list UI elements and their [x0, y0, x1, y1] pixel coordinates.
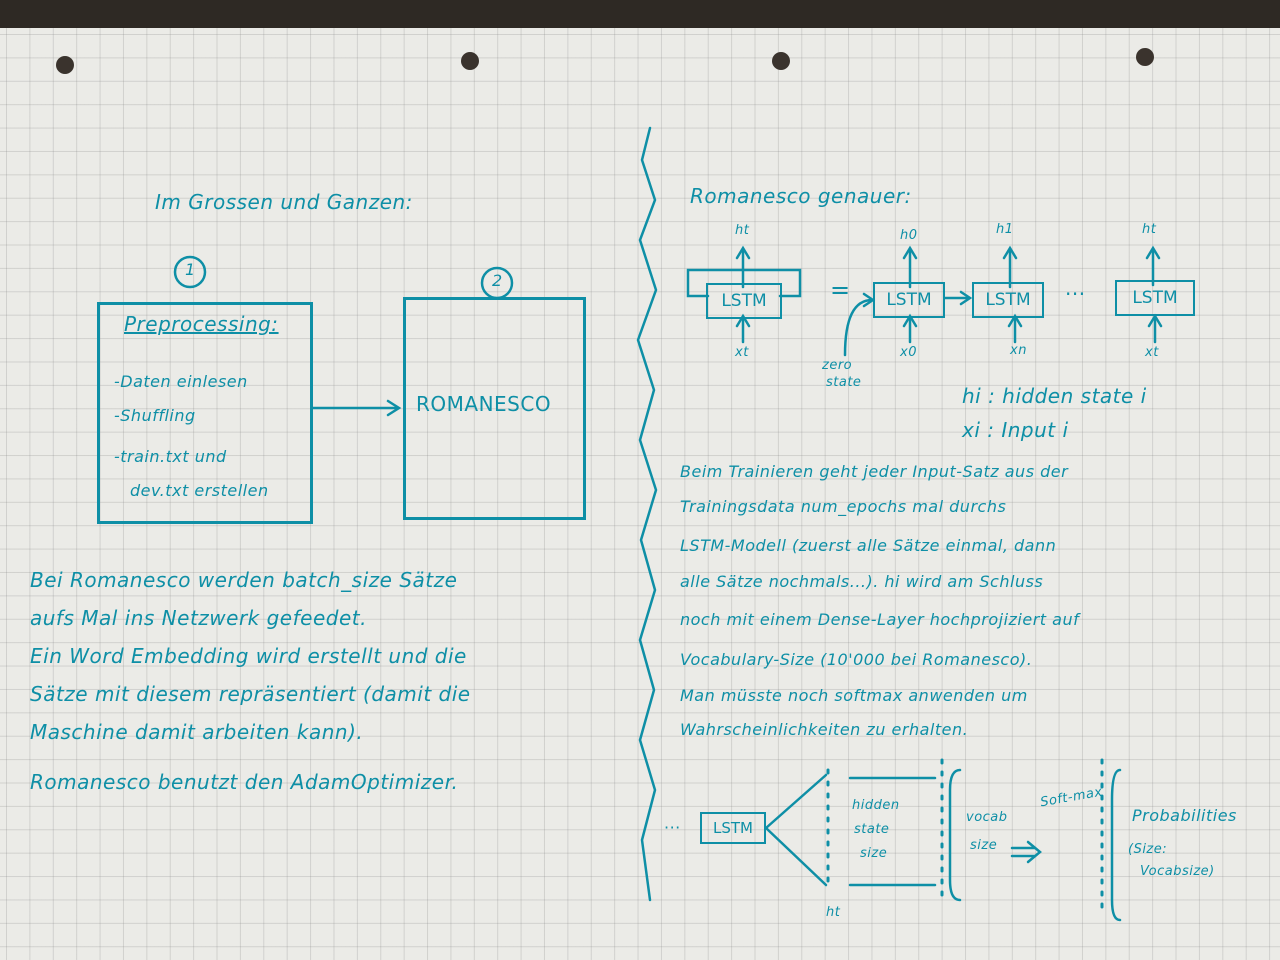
label-xt: xt [735, 345, 749, 360]
hidden-state-size-label: state [854, 822, 890, 837]
label-ht: ht [735, 223, 750, 238]
right-paragraph-line: Wahrscheinlichkeiten zu erhalten. [680, 720, 969, 739]
romanesco-box [403, 297, 586, 520]
right-paragraph-line: Trainingsdata num_epochs mal durchs [680, 497, 1007, 516]
right-paragraph-line: alle Sätze nochmals...). hi wird am Schl… [680, 572, 1044, 591]
left-paragraph-line: Ein Word Embedding wird erstellt und die [30, 644, 467, 668]
step-number-1: 1 [185, 260, 196, 279]
ellipsis: ··· [1065, 282, 1086, 306]
right-heading: Romanesco genauer: [690, 184, 912, 208]
hidden-state-size-label: hidden [852, 798, 900, 813]
legend-line: xi : Input i [962, 418, 1069, 442]
equals-sign: = [830, 276, 851, 304]
legend-line: hi : hidden state i [962, 384, 1147, 408]
preprocessing-item: -train.txt und [114, 447, 227, 466]
lstm-cell-0: LSTM [873, 282, 945, 318]
lstm-cell-1: LSTM [972, 282, 1044, 318]
label-x1: xn [1010, 343, 1027, 358]
step-number-2: 2 [492, 271, 503, 290]
zero-state-label: zero [822, 358, 853, 373]
prob-size-label: (Size: [1128, 842, 1168, 857]
probabilities-label: Probabilities [1132, 806, 1237, 825]
label-h0: h0 [900, 228, 918, 243]
label-h1: h1 [996, 222, 1014, 237]
preprocessing-box [97, 302, 313, 524]
lstm-cell-output: LSTM [700, 812, 766, 844]
vocab-size-label: size [970, 838, 998, 853]
zero-state-label: state [826, 375, 862, 390]
preprocessing-item: -Daten einlesen [114, 372, 248, 391]
lstm-cell-rolled: LSTM [706, 283, 782, 319]
label-xlast: xt [1145, 345, 1159, 360]
preprocessing-title: Preprocessing: [124, 312, 279, 336]
label-x0: x0 [900, 345, 917, 360]
left-heading: Im Grossen und Ganzen: [155, 190, 413, 214]
punch-hole [1136, 48, 1154, 66]
left-paragraph-line: Romanesco benutzt den AdamOptimizer. [30, 770, 459, 794]
label-ht-bottom: ht [826, 905, 841, 920]
punch-hole [56, 56, 74, 74]
right-paragraph-line: Vocabulary-Size (10'000 bei Romanesco). [680, 650, 1033, 669]
right-paragraph-line: noch mit einem Dense-Layer hochprojizier… [680, 610, 1080, 629]
prob-size-label: Vocabsize) [1140, 864, 1215, 879]
left-paragraph-line: Sätze mit diesem repräsentiert (damit di… [30, 682, 471, 706]
preprocessing-item: -Shuffling [114, 406, 196, 425]
hidden-state-size-label: size [860, 846, 888, 861]
left-paragraph-line: aufs Mal ins Netzwerk gefeedet. [30, 606, 367, 630]
left-paragraph-line: Maschine damit arbeiten kann). [30, 720, 364, 744]
punch-hole [461, 52, 479, 70]
romanesco-box-label: ROMANESCO [416, 392, 552, 416]
notebook-page [0, 28, 1280, 960]
preprocessing-item: dev.txt erstellen [130, 481, 269, 500]
bottom-ellipsis: ··· [664, 818, 681, 837]
lstm-cell-last: LSTM [1115, 280, 1195, 316]
right-paragraph-line: LSTM-Modell (zuerst alle Sätze einmal, d… [680, 536, 1057, 555]
left-paragraph-line: Bei Romanesco werden batch_size Sätze [30, 568, 458, 592]
punch-hole [772, 52, 790, 70]
label-hlast: ht [1142, 222, 1157, 237]
vocab-size-label: vocab [966, 810, 1008, 825]
right-paragraph-line: Man müsste noch softmax anwenden um [680, 686, 1028, 705]
right-paragraph-line: Beim Trainieren geht jeder Input-Satz au… [680, 462, 1069, 481]
